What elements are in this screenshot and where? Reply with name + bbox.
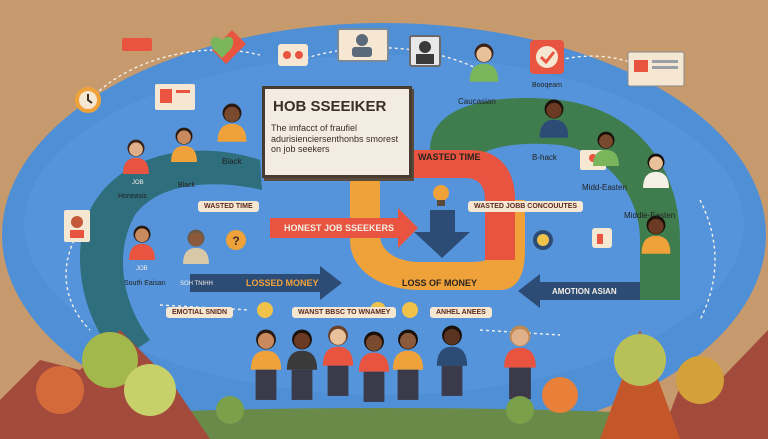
person-middle-easten-a xyxy=(643,153,669,189)
honest-banner-arrow xyxy=(270,208,418,248)
job-badge-b: JOB xyxy=(136,266,148,272)
question-coin-icon: ? xyxy=(226,230,246,250)
eyes-icon xyxy=(278,44,308,66)
person-bottom-1 xyxy=(250,329,282,400)
person-bottom-4 xyxy=(358,331,390,402)
green-flow-arrow xyxy=(430,97,680,300)
label-black-left: Black xyxy=(178,182,196,189)
person-bottom-6 xyxy=(436,325,468,396)
wasted-time-label: WASTED TIME xyxy=(418,152,481,162)
honest-job-seekers-label: HONEST JOB SSEEKERS xyxy=(284,223,395,233)
person-black-top xyxy=(217,103,247,142)
magnifier-icon xyxy=(533,230,553,250)
tag-icon xyxy=(122,38,152,51)
label-soh-thnih: SOH TNIHH xyxy=(180,281,213,287)
lossed-money-arrow xyxy=(190,266,342,300)
person-bottom-7 xyxy=(504,325,536,400)
label-midd-easten: Midd-Easten xyxy=(582,183,627,192)
label-caucasian: Caucasian xyxy=(458,97,496,106)
label-booqeam: Booqeam xyxy=(532,82,562,89)
svg-text:?: ? xyxy=(232,234,239,248)
loss-of-money-label: LOSS OF MONEY xyxy=(402,278,478,288)
person-middle-easten-b xyxy=(641,215,671,254)
clock-icon xyxy=(75,87,101,113)
down-arrow xyxy=(414,210,470,258)
person-bottom-5 xyxy=(392,329,424,400)
portrait-card-icon xyxy=(64,210,90,242)
person-midd-easten xyxy=(593,131,619,167)
anhel-anees-tag: ANHEL ANEES xyxy=(430,307,492,318)
lightbulb-icon xyxy=(433,185,449,206)
foliage xyxy=(0,330,768,439)
teal-flow-arrow xyxy=(80,150,262,360)
job-badge-a: JOB xyxy=(132,180,144,186)
amotion-asian-arrow xyxy=(518,274,640,308)
person-caucasian xyxy=(469,43,499,82)
label-black-top: Black xyxy=(222,157,242,166)
person-soh-tnihh xyxy=(183,229,209,265)
label-middle-easten: Middle-Easten xyxy=(624,211,676,220)
heart-tag-icon xyxy=(210,30,246,64)
title-card: HOB SSEEIKER The imfacct of fraufiel adu… xyxy=(262,86,412,178)
wasted-job-concoutes-tag: WASTED JOBB CONCOUUTES xyxy=(468,201,584,212)
red-flow-arrow xyxy=(400,150,515,260)
person-south-eaisan xyxy=(129,225,155,261)
label-b-hack: B-hack xyxy=(532,153,557,162)
amotion-asian-label: AMOTION ASIAN xyxy=(552,287,617,296)
lossed-money-label: LOSSED MONEY xyxy=(246,278,319,288)
person-bottom-3 xyxy=(322,325,354,396)
people-figures xyxy=(123,43,671,402)
wasted-time-tag: WASTED TIME xyxy=(198,201,259,212)
orange-flow-arrow xyxy=(350,180,525,290)
thumbs-up-icon xyxy=(592,228,612,248)
browser-window-icon xyxy=(627,51,685,87)
person-b-hack xyxy=(539,99,569,138)
person-bottom-2 xyxy=(286,329,318,400)
wanst-bbsc-tag: WANST BBSC TO WNAMEY xyxy=(292,307,397,318)
person-black-left xyxy=(171,127,197,163)
emotial-snidn-tag: EMOTIAL SNIDN xyxy=(166,307,234,318)
title-heading: HOB SSEEIKER xyxy=(273,98,387,115)
title-subtitle: The imfacct of fraufiel adurisienciersen… xyxy=(271,123,399,155)
label-honeasic: Honeasic xyxy=(118,193,148,200)
target-icon xyxy=(530,40,564,74)
person-honeasic xyxy=(123,139,149,175)
resume-card-icon xyxy=(155,84,195,110)
label-south-eaisan: South Eaisan xyxy=(124,280,166,287)
